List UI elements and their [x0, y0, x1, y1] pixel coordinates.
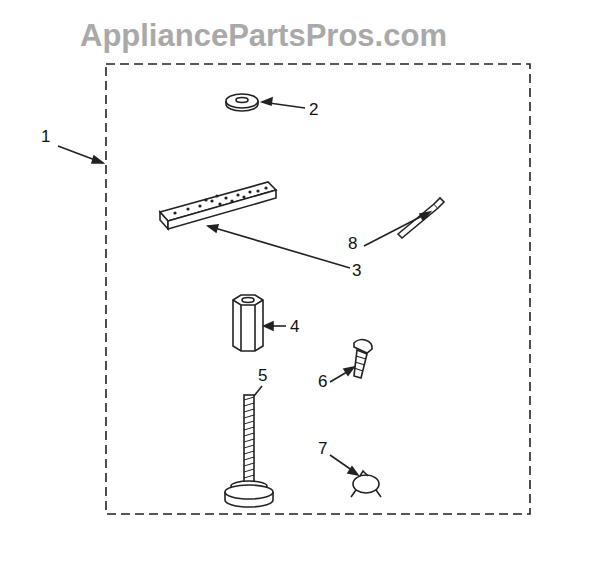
callout-number: 2: [309, 101, 318, 118]
hose-clip: [353, 475, 379, 493]
arrowhead: [92, 156, 103, 163]
arrowhead: [262, 98, 272, 105]
leg-foot: [225, 485, 273, 507]
leader-line: [254, 386, 262, 396]
bar-holes: [173, 186, 267, 214]
leg-foot-edge: [225, 492, 273, 499]
arrowhead: [264, 322, 273, 330]
leg-screw: [244, 395, 254, 487]
coupling-nut-facets: [233, 300, 263, 351]
washer-hole: [236, 98, 248, 103]
coupling-nut: [233, 295, 263, 351]
callout-number: 3: [352, 262, 361, 279]
callout-number: 8: [348, 235, 357, 252]
pin-head: [434, 198, 444, 208]
callout-number: 6: [318, 373, 327, 390]
leader-line: [58, 146, 103, 163]
arrowhead: [348, 467, 358, 475]
arrowhead: [344, 367, 354, 375]
mounting-bar-side: [160, 212, 168, 229]
pin: [398, 204, 438, 238]
nut-hole: [242, 298, 254, 303]
leader-line: [364, 214, 426, 246]
leader-line: [208, 226, 350, 268]
callout-number: 4: [290, 318, 299, 335]
arrowhead: [420, 212, 430, 220]
kit-outline: [106, 64, 530, 514]
watermark: AppliancePartsPros.com: [80, 20, 447, 51]
callout-number: 1: [41, 128, 50, 145]
screw-shank: [354, 350, 367, 378]
screw-threads: [354, 356, 366, 371]
arrowhead: [208, 225, 218, 232]
washer-edge: [226, 101, 258, 111]
mounting-bar-front: [168, 190, 276, 229]
callout-number: 7: [318, 440, 327, 457]
washer: [226, 94, 258, 108]
thread-lines: [244, 397, 254, 478]
callout-number: 5: [258, 367, 267, 384]
